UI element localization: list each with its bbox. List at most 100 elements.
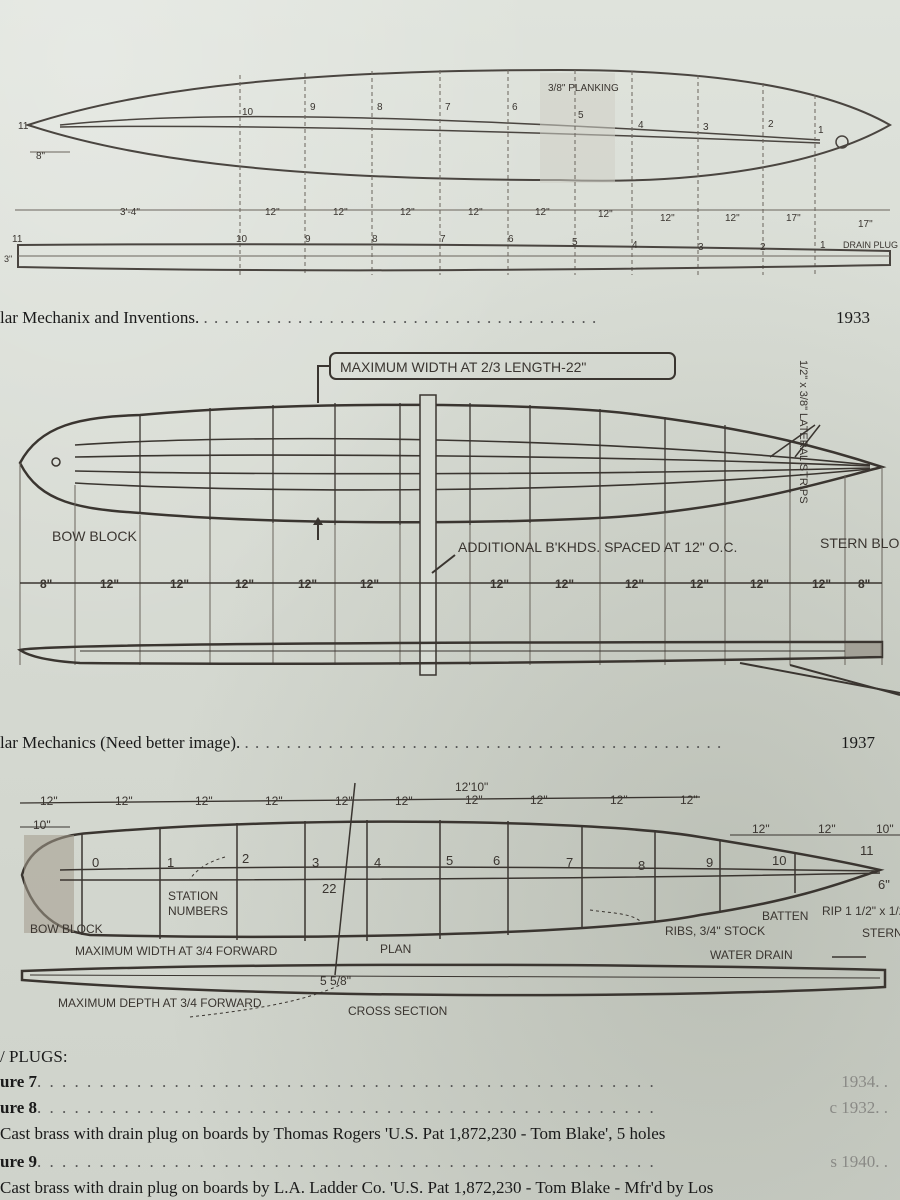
fig3-dim: 12" — [265, 794, 283, 808]
fig3-dim: 12" — [818, 822, 836, 836]
fig1-station-8: 8 — [377, 102, 383, 113]
caption-1933-text: lar Mechanix and Inventions. — [0, 308, 200, 327]
fig1-dim: 12" — [265, 207, 280, 218]
fig1-side-station: 2 — [760, 242, 766, 253]
fig1-planking — [540, 73, 615, 183]
fig1-planking-label: 3/8" PLANKING — [548, 83, 619, 94]
fig1-station-5: 5 — [578, 110, 584, 121]
list-item-year: 1934. . — [841, 1072, 888, 1091]
fig1-dim-17: 17" — [858, 219, 873, 230]
fig3-water-drain: WATER DRAIN — [710, 948, 793, 962]
fig3-station-numbers-label: STATION — [168, 889, 218, 903]
fig1-side-view — [17, 243, 891, 272]
list-item: ure 9. . . . . . . . . . . . . . . . . .… — [0, 1152, 888, 1172]
fig2-dim: 12" — [298, 577, 317, 591]
caption-1937-text: lar Mechanics (Need better image). — [0, 733, 241, 752]
plugs-heading-text: / PLUGS: — [0, 1047, 68, 1066]
list-item-label: ure 9 — [0, 1152, 37, 1171]
fig1-dim: 12" — [598, 209, 613, 220]
fig2-hull-outline — [18, 403, 887, 524]
fig3-batten: BATTEN — [762, 909, 808, 923]
plugs-heading: / PLUGS: — [0, 1047, 68, 1067]
fig3-station-numbers-label-2: NUMBERS — [168, 904, 228, 918]
fig3-max-depth: MAXIMUM DEPTH AT 3/4 FORWARD — [58, 996, 262, 1010]
fig3-station: 11 — [860, 843, 874, 858]
fig3-plan: PLAN — [380, 942, 411, 956]
fig2-dim: 12" — [235, 577, 254, 591]
figure-2-hull-plan: MAXIMUM WIDTH AT 2/3 LENGTH-22" 1/2" x 3… — [17, 352, 900, 696]
figure-1-hull-plan: 11 10 9 8 7 6 5 4 3 2 1 3/8" PLANKING 8"… — [4, 68, 898, 275]
fig1-station-2: 2 — [768, 119, 774, 130]
fig1-side-station: 9 — [305, 234, 311, 245]
list-item-label: Cast brass with drain plug on boards by … — [0, 1124, 666, 1143]
fig1-side-station: 4 — [632, 240, 638, 251]
fig3-dim: 12" — [530, 793, 548, 807]
fig1-dim: 12" — [468, 207, 483, 218]
fig2-dim: 12" — [750, 577, 769, 591]
fig1-station-6: 6 — [512, 102, 518, 113]
fig1-side-station: 10 — [236, 234, 248, 245]
fig2-dim: 12" — [625, 577, 644, 591]
fig3-station: 9 — [706, 855, 713, 870]
fig3-dim: 12" — [752, 822, 770, 836]
caption-dots: . . . . . . . . . . . . . . . . . . . . … — [203, 308, 598, 327]
fig3-dim: 12" — [40, 794, 58, 808]
fig1-side-station: 3 — [698, 242, 704, 253]
fig3-dim: 10" — [876, 822, 894, 836]
fig2-lateral-strips: 1/2" x 3/8" LATERAL STRIPS — [797, 360, 809, 504]
fig3-cross-section: CROSS SECTION — [348, 1004, 447, 1018]
fig2-dim: 12" — [690, 577, 709, 591]
fig3-side-view — [20, 963, 887, 997]
fig1-dim: 12" — [535, 207, 550, 218]
fig1-station-1: 1 — [818, 125, 824, 136]
list-dots: . . . . . . . . . . . . . . . . . . . . … — [37, 1098, 656, 1117]
fig2-dim: 12" — [360, 577, 379, 591]
fig3-station: 7 — [566, 855, 573, 870]
fig1-side-station: 6 — [508, 234, 514, 245]
fig1-dim: 12" — [333, 207, 348, 218]
fig3-dim: 12" — [680, 793, 698, 807]
fig3-station: 4 — [374, 855, 381, 870]
figure-3-hull-plan: 12'10" 12" 12" 12" 12" 12" 12" 12" 12" 1… — [19, 780, 900, 1018]
fig1-side-station: 8 — [372, 234, 378, 245]
fig1-station-3: 3 — [703, 122, 709, 133]
caption-1933-year: 1933 — [836, 308, 870, 327]
fig1-side-station: 1 — [820, 240, 826, 251]
fig3-station: 6 — [493, 853, 500, 868]
list-item: Cast brass with drain plug on boards by … — [0, 1124, 665, 1144]
fig1-side-station: 5 — [572, 237, 578, 248]
fig1-dim: 12" — [400, 207, 415, 218]
fig1-dim: 17" — [786, 213, 801, 224]
caption-1937-year: 1937 — [841, 733, 875, 752]
caption-dots: . . . . . . . . . . . . . . . . . . . . … — [244, 733, 723, 752]
fig3-rip: RIP 1 1/2" x 1/2" — [822, 904, 900, 918]
fig2-dim: 12" — [100, 577, 119, 591]
fig2-dim: 12" — [812, 577, 831, 591]
fig3-total-dim: 12'10" — [455, 780, 488, 794]
fig3-dim: 12" — [335, 794, 353, 808]
fig3-dim: 12" — [395, 794, 413, 808]
fig3-dim-6: 6" — [878, 877, 890, 892]
fig2-side-view — [17, 640, 884, 665]
fig2-dim: 12" — [555, 577, 574, 591]
fig1-dim-3-4: 3'-4" — [120, 207, 140, 218]
fig3-station: 2 — [242, 851, 249, 866]
list-item-year: s 1940. . — [830, 1152, 888, 1171]
fig3-ribs: RIBS, 3/4" STOCK — [665, 924, 765, 938]
fig2-dim: 8" — [40, 577, 52, 591]
fig3-station: 1 — [167, 855, 174, 870]
list-item-label: ure 7 — [0, 1072, 37, 1091]
fig3-depth-dim: 5 5/8" — [320, 974, 351, 988]
list-item-label: ure 8 — [0, 1098, 37, 1117]
fig1-dim: 12" — [660, 213, 675, 224]
fig2-additional-bkhds: ADDITIONAL B'KHDS. SPACED AT 12" O.C. — [458, 539, 737, 555]
fig2-max-width-label: MAXIMUM WIDTH AT 2/3 LENGTH-22" — [340, 359, 586, 375]
list-item-label: Cast brass with drain plug on boards by … — [0, 1178, 714, 1197]
fig1-side-station: 7 — [440, 234, 446, 245]
caption-1937: lar Mechanics (Need better image). . . .… — [0, 733, 875, 753]
fig1-stringer — [59, 115, 821, 141]
fig3-stern-block: STERN BLOCK — [862, 926, 900, 940]
list-item: Cast brass with drain plug on boards by … — [0, 1178, 713, 1198]
fig1-station-4: 4 — [638, 120, 644, 131]
fig3-station: 8 — [638, 858, 645, 873]
